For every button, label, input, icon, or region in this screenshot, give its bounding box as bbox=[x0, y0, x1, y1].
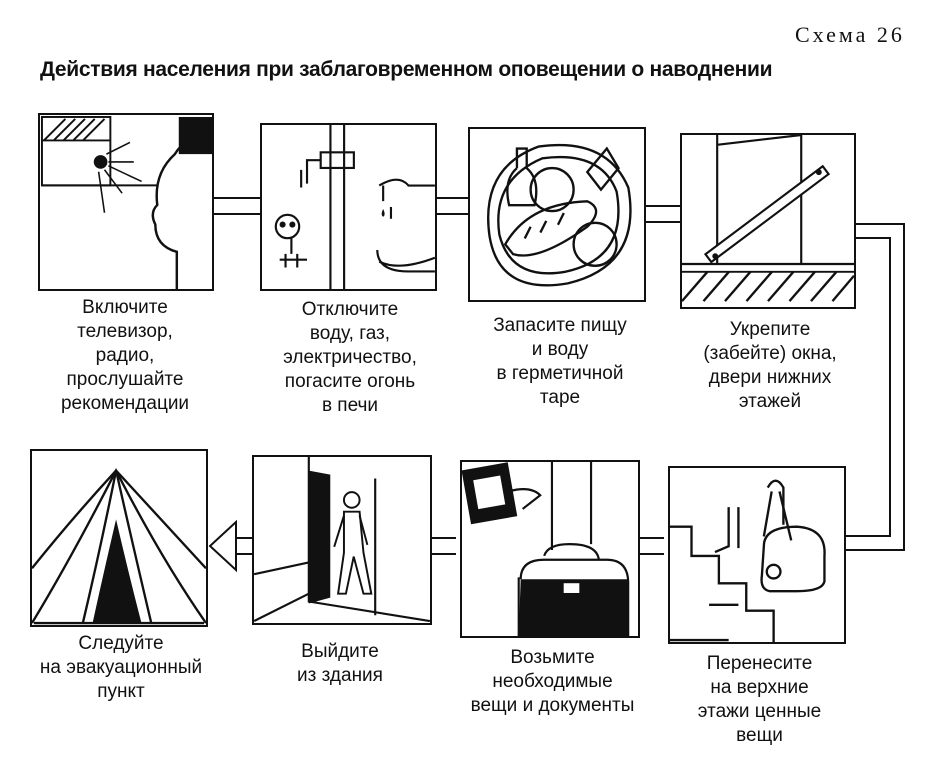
evacuation-tent-icon bbox=[32, 467, 206, 625]
caption-line: прослушайте bbox=[66, 369, 184, 390]
step-caption-5: Перенесите на верхние этажи ценные вещи bbox=[662, 652, 857, 748]
caption-line: Возьмите bbox=[510, 647, 595, 668]
caption-line: из здания bbox=[297, 665, 383, 686]
caption-line: таре bbox=[539, 387, 581, 408]
step-panel-5 bbox=[668, 466, 846, 644]
step-panel-7 bbox=[252, 455, 432, 625]
step-caption-8: Следуйте на эвакуационный пункт bbox=[26, 632, 216, 704]
shut-off-utilities-icon bbox=[274, 125, 435, 289]
step-caption-3: Запасите пищу и воду в герметичной таре bbox=[460, 314, 660, 410]
caption-line: на верхние bbox=[710, 677, 809, 698]
step-caption-6: Возьмите необходимые вещи и документы bbox=[450, 646, 655, 718]
step-panel-6 bbox=[460, 460, 640, 638]
caption-line: этажей bbox=[738, 391, 802, 412]
board-windows-icon bbox=[682, 135, 854, 302]
caption-line: двери нижних bbox=[708, 367, 832, 388]
caption-line: в герметичной bbox=[496, 363, 624, 384]
caption-line: вещи bbox=[736, 725, 783, 746]
step-caption-1: Включите телевизор, радио, прослушайте р… bbox=[30, 296, 220, 416]
caption-line: электричество, bbox=[283, 347, 417, 368]
caption-line: Следуйте bbox=[78, 633, 164, 654]
caption-line: (забейте) окна, bbox=[703, 343, 837, 364]
step-caption-7: Выйдите из здания bbox=[240, 640, 440, 688]
caption-line: погасите огонь bbox=[284, 371, 416, 392]
step-caption-2: Отключите воду, газ, электричество, пога… bbox=[250, 298, 450, 418]
carry-upstairs-icon bbox=[670, 479, 826, 642]
tv-radio-icon bbox=[40, 116, 212, 289]
caption-line: радио, bbox=[95, 345, 155, 366]
caption-line: этажи ценные bbox=[697, 701, 822, 722]
caption-line: пункт bbox=[97, 681, 145, 702]
caption-line: Перенесите bbox=[706, 653, 813, 674]
scheme-number: Схема 26 bbox=[795, 22, 905, 47]
caption-line: Выйдите bbox=[301, 641, 379, 662]
arrow-icon bbox=[208, 519, 237, 573]
caption-line: Укрепите bbox=[729, 319, 811, 340]
caption-line: Запасите пищу bbox=[493, 315, 627, 336]
step-panel-2 bbox=[260, 123, 437, 291]
caption-line: в печи bbox=[321, 395, 379, 416]
exit-building-icon bbox=[254, 457, 430, 623]
caption-line: вещи и документы bbox=[470, 695, 635, 716]
take-documents-icon bbox=[462, 462, 630, 636]
step-panel-1 bbox=[38, 113, 214, 291]
caption-line: необходимые bbox=[492, 671, 613, 692]
caption-line: на эвакуационный bbox=[39, 657, 203, 678]
food-water-icon bbox=[487, 143, 632, 287]
page-title: Действия населения при заблаговременном … bbox=[40, 58, 773, 81]
step-panel-3 bbox=[468, 127, 646, 302]
caption-line: рекомендации bbox=[60, 393, 190, 414]
step-panel-4 bbox=[680, 133, 856, 309]
caption-line: и воду bbox=[531, 339, 589, 360]
caption-line: Отключите bbox=[301, 299, 399, 320]
caption-line: Включите bbox=[82, 297, 168, 318]
caption-line: телевизор, bbox=[77, 321, 173, 342]
step-panel-8 bbox=[30, 449, 208, 627]
caption-line: воду, газ, bbox=[309, 323, 391, 344]
step-caption-4: Укрепите (забейте) окна, двери нижних эт… bbox=[670, 318, 870, 414]
